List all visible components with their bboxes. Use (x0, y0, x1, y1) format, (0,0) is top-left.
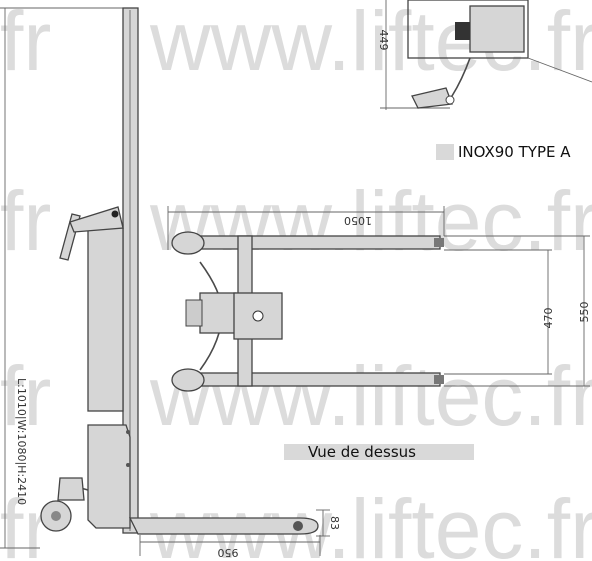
inner-width-label: 470 (542, 308, 555, 329)
detail-leader (527, 57, 592, 83)
pivot-icon (111, 210, 119, 218)
total-height-label: L:1010|W:1080|H:2410 (15, 378, 28, 505)
caption-bar (436, 144, 454, 160)
base-length-label: 950 (218, 546, 239, 559)
top-view-caption-text: Vue de dessus (308, 443, 416, 461)
detail-view: 449 (377, 0, 592, 110)
base-height-label: 83 (328, 516, 341, 530)
front-roller-icon (293, 521, 303, 531)
upper-fork (199, 235, 441, 250)
detail-clamp (455, 22, 470, 40)
detail-frame (407, 0, 529, 59)
type-caption: INOX90 TYPE A (436, 142, 592, 162)
base-leg (128, 517, 319, 535)
type-caption-text: INOX90 TYPE A (458, 143, 571, 161)
bolt-icon (126, 463, 130, 467)
top-length-label: 1050 (344, 214, 372, 227)
top-view: 1050 470 550 (167, 206, 591, 392)
upper-arm-label: 449 (377, 30, 390, 51)
upper-fork-tip (434, 238, 444, 247)
top-view-caption: Vue de dessus (284, 442, 474, 462)
motor-shaft-icon (252, 310, 264, 322)
watermark-site: www.liftec.fr (149, 349, 592, 443)
watermark-fr: fr (0, 0, 51, 88)
wheel-hub-icon (51, 511, 61, 521)
detail-motor (469, 5, 525, 53)
watermark-fr: fr (0, 349, 51, 443)
watermark-site: www.liftec.fr (149, 174, 592, 268)
lower-fork-tip (434, 375, 444, 384)
lower-fork (199, 372, 441, 387)
caption-bar (284, 444, 474, 460)
wheel (171, 231, 205, 255)
motor-mount (199, 292, 237, 334)
detail-pivot-icon (445, 95, 455, 105)
detail-arm (441, 57, 471, 105)
watermark-fr: fr (0, 174, 51, 268)
watermark-site: www.liftec.fr (149, 0, 592, 88)
handle-bracket (69, 206, 124, 233)
bolt-icon (126, 430, 130, 434)
side-view: L:1010|W:1080|H:2410 83 950 (0, 7, 341, 559)
wheel (171, 368, 205, 392)
housing (87, 224, 124, 412)
caster-fork (57, 477, 85, 501)
outer-width-label: 550 (578, 302, 591, 323)
clamp-knob (185, 299, 203, 327)
battery-box (87, 424, 131, 529)
